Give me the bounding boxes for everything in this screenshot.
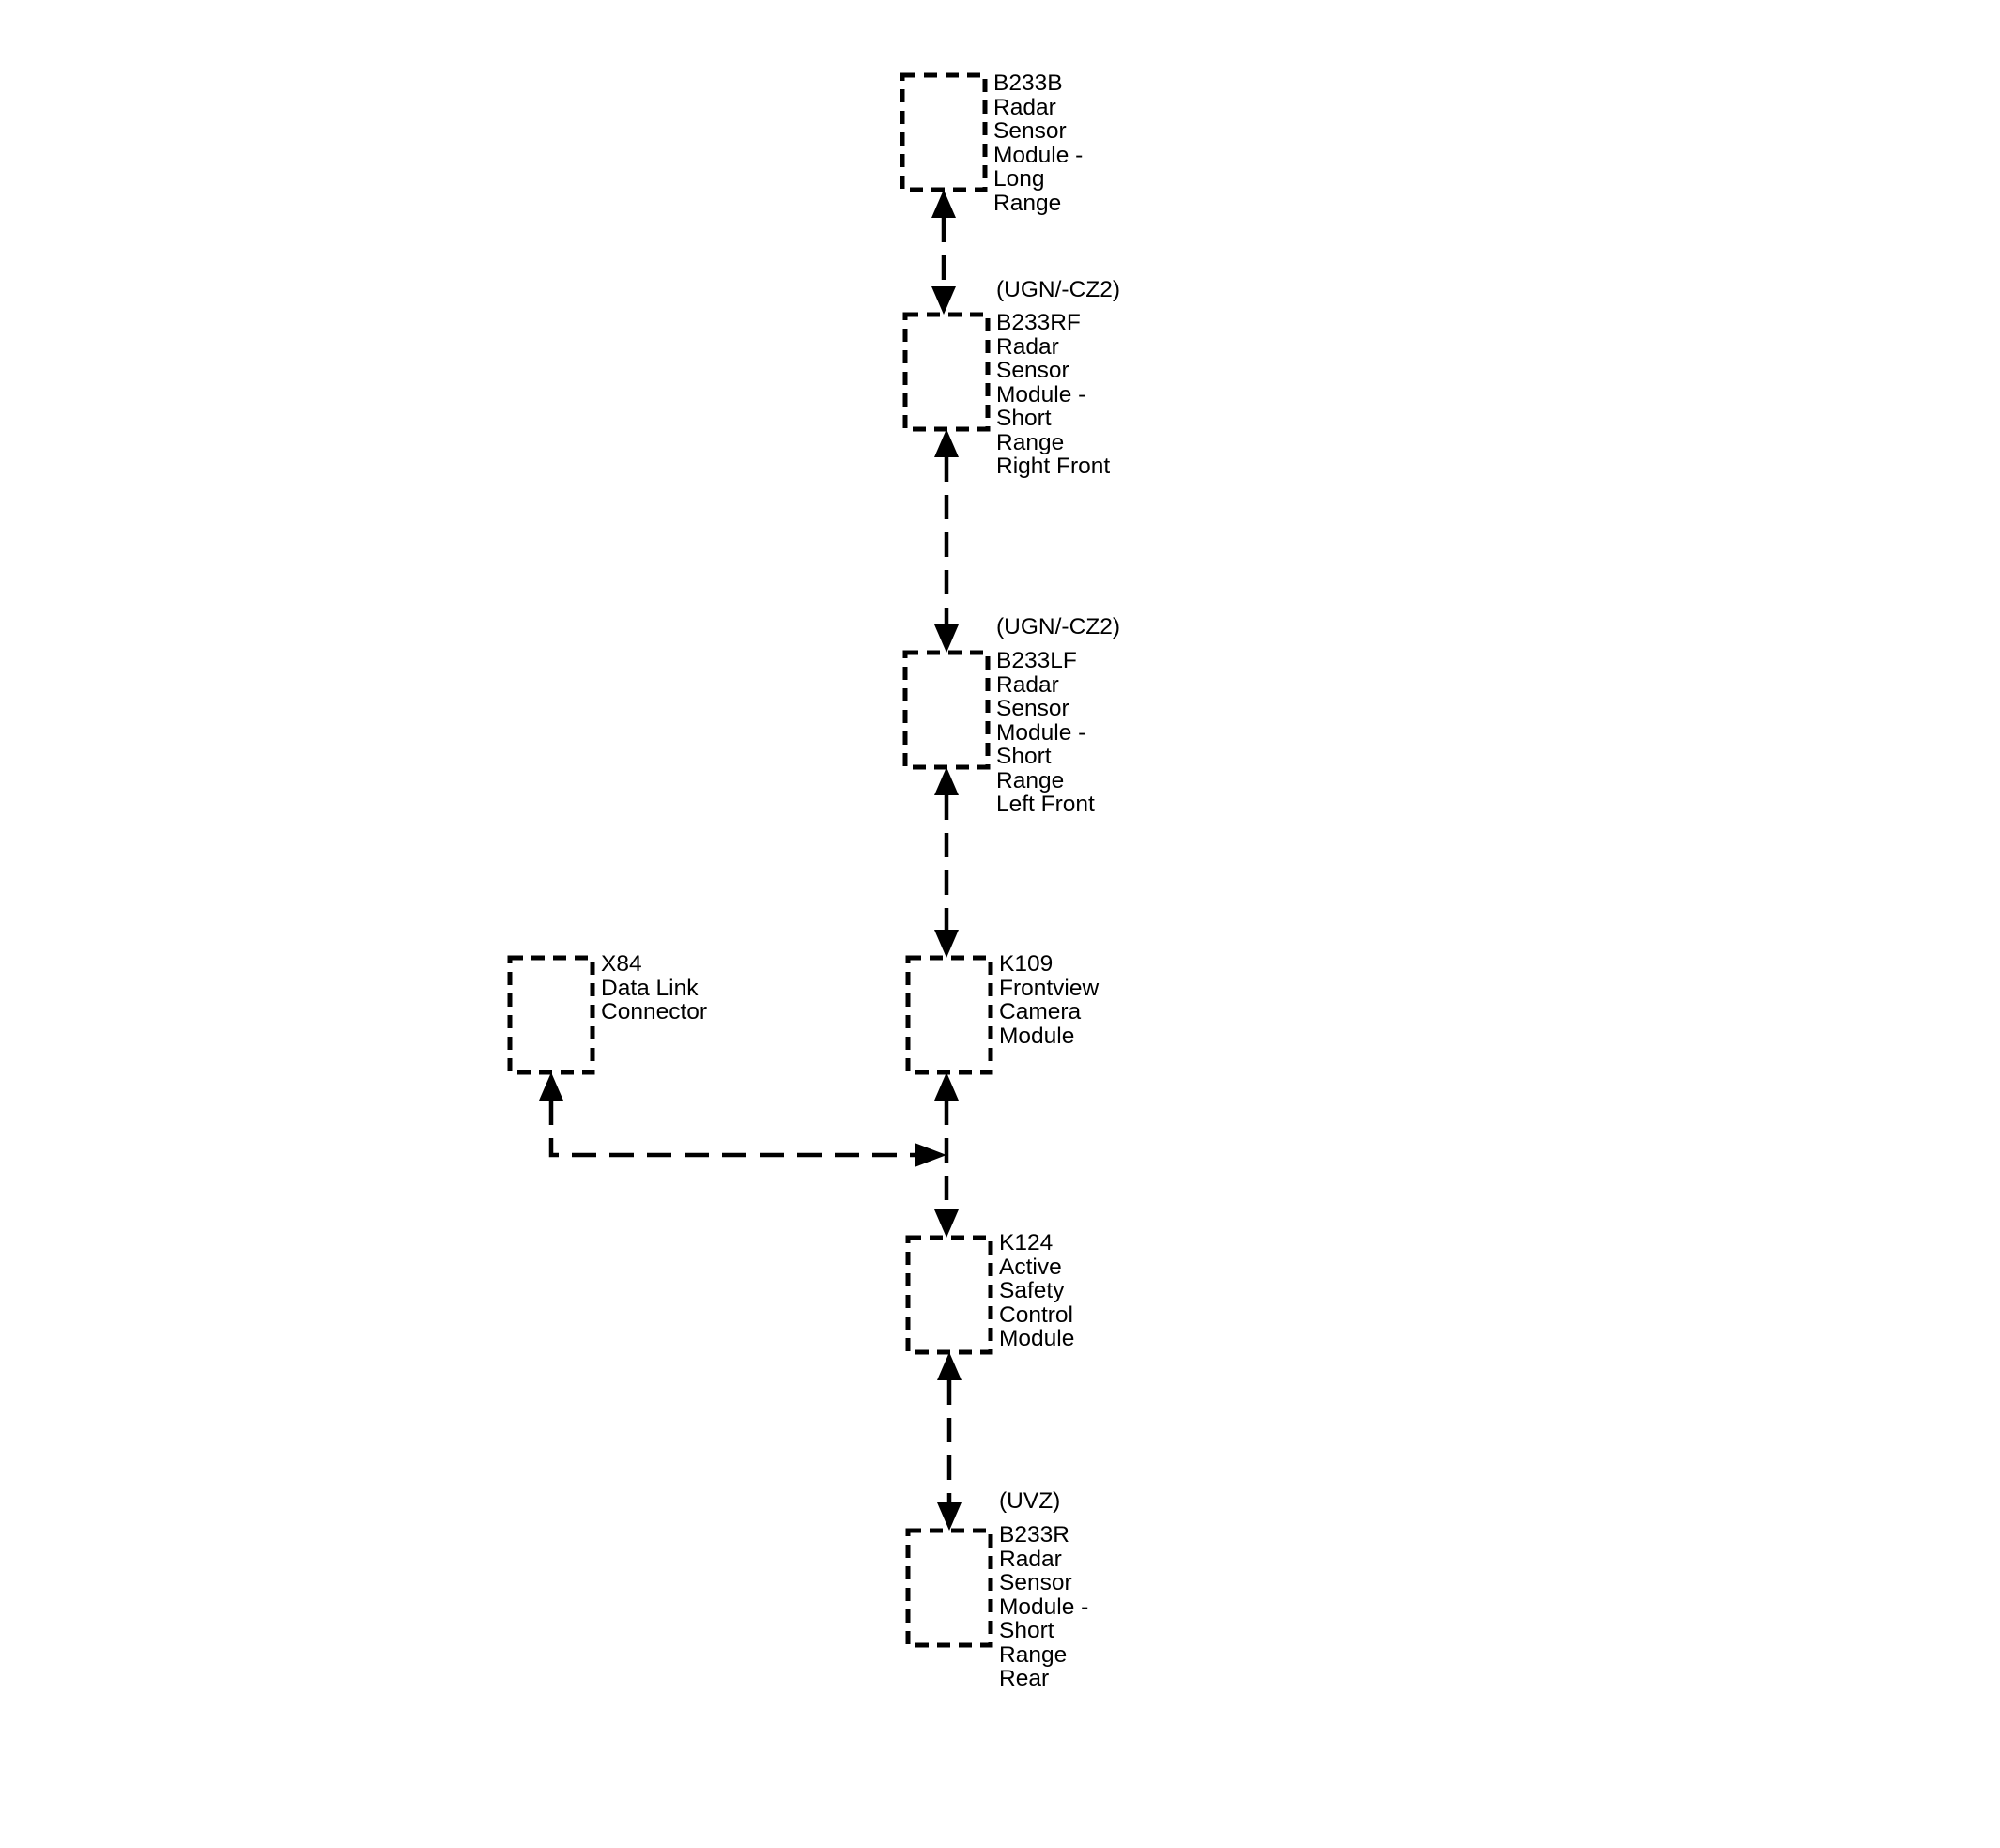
arrowhead-down bbox=[937, 1502, 962, 1531]
module-box-b233b bbox=[900, 72, 988, 192]
module-label-k124: K124 Active Safety Control Module bbox=[999, 1230, 1080, 1351]
module-label-b233rf: B233RF Radar Sensor Module - Short Range… bbox=[996, 310, 1110, 479]
label-line: Short bbox=[996, 406, 1052, 431]
label-line: Right Front bbox=[996, 454, 1110, 479]
label-line: Range bbox=[996, 768, 1064, 793]
module-box-x84 bbox=[507, 955, 595, 1075]
label-line: Radar bbox=[993, 95, 1056, 120]
module-label-b233b: B233B Radar Sensor Module - Long Range bbox=[993, 70, 1089, 216]
module-box-b233rf bbox=[902, 312, 991, 432]
arrowhead-down bbox=[934, 930, 959, 958]
label-line: Control bbox=[999, 1302, 1073, 1328]
label-line: Range bbox=[999, 1642, 1067, 1668]
arrowhead-up bbox=[934, 767, 959, 795]
label-line: Connector bbox=[601, 999, 707, 1024]
arrowhead-up bbox=[931, 190, 956, 218]
module-option-label: (UVZ) bbox=[999, 1488, 1060, 1514]
module-option-label: (UGN/-CZ2) bbox=[996, 277, 1120, 302]
label-line: Rear bbox=[999, 1666, 1049, 1691]
module-label-k109: K109 Frontview Camera Module bbox=[999, 951, 1105, 1049]
label-line: B233LF bbox=[996, 648, 1077, 673]
label-line: Module - bbox=[996, 382, 1085, 408]
module-box-b233lf bbox=[902, 650, 991, 770]
arrowhead-down bbox=[931, 286, 956, 315]
label-line: B233B bbox=[993, 70, 1063, 96]
label-line: X84 bbox=[601, 951, 642, 977]
label-line: Range bbox=[996, 430, 1064, 455]
label-line: Module bbox=[999, 1326, 1074, 1351]
module-label-b233r: B233R Radar Sensor Module - Short Range … bbox=[999, 1522, 1095, 1691]
label-line: Radar bbox=[999, 1547, 1062, 1572]
label-line: Sensor bbox=[996, 358, 1069, 383]
arrowhead-up bbox=[934, 429, 959, 457]
module-box-k109 bbox=[905, 955, 993, 1075]
module-option-label: (UGN/-CZ2) bbox=[996, 614, 1120, 639]
arrowhead-up bbox=[539, 1072, 563, 1101]
module-label-b233lf: B233LF Radar Sensor Module - Short Range… bbox=[996, 648, 1095, 817]
arrowhead-down bbox=[934, 1209, 959, 1238]
label-line: Camera bbox=[999, 999, 1082, 1024]
label-line: Range bbox=[993, 191, 1061, 216]
label-line: K109 bbox=[999, 951, 1053, 977]
wire-x84-bus bbox=[548, 1101, 918, 1158]
module-label-x84: X84 Data Link Connector bbox=[601, 951, 707, 1024]
arrowhead-up bbox=[934, 1072, 959, 1101]
arrowhead-right bbox=[915, 1143, 946, 1167]
label-line: Module - bbox=[996, 720, 1085, 746]
module-box-k124 bbox=[905, 1235, 993, 1355]
label-line: Sensor bbox=[996, 696, 1069, 721]
label-line: Safety bbox=[999, 1278, 1065, 1303]
module-box-b233r bbox=[905, 1528, 993, 1648]
label-line: Frontview bbox=[999, 976, 1100, 1001]
label-line: Module - bbox=[999, 1594, 1088, 1620]
label-line: K124 bbox=[999, 1230, 1053, 1255]
label-line: Module - bbox=[993, 143, 1083, 168]
label-line: Data Link bbox=[601, 976, 699, 1001]
arrowhead-up bbox=[937, 1352, 962, 1380]
label-line: Sensor bbox=[993, 118, 1067, 144]
label-line: B233R bbox=[999, 1522, 1069, 1548]
label-line: Short bbox=[996, 744, 1052, 769]
label-line: Radar bbox=[996, 672, 1059, 698]
label-line: Short bbox=[999, 1618, 1054, 1643]
arrowhead-down bbox=[934, 624, 959, 653]
label-line: B233RF bbox=[996, 310, 1081, 335]
label-line: Sensor bbox=[999, 1570, 1072, 1595]
label-line: Left Front bbox=[996, 792, 1095, 817]
label-line: Radar bbox=[996, 334, 1059, 360]
label-line: Active bbox=[999, 1255, 1062, 1280]
label-line: Long bbox=[993, 166, 1045, 192]
label-line: Module bbox=[999, 1024, 1074, 1049]
